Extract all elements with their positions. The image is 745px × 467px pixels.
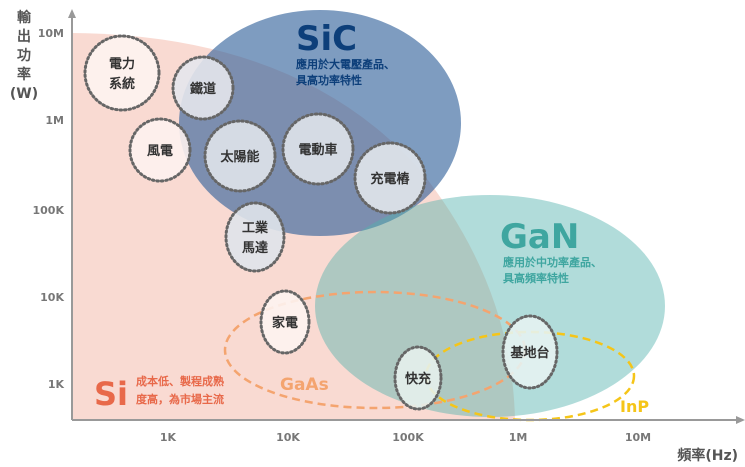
gan-region: [315, 195, 665, 417]
application-label: 充電樁: [370, 171, 410, 187]
inp-title: InP: [620, 397, 649, 416]
x-tick-label: 10M: [625, 431, 651, 444]
application-bubble: 快充: [393, 345, 443, 411]
y-tick-label: 10K: [40, 291, 64, 304]
application-label: 家電: [272, 315, 298, 331]
gan-description: 應用於中功率產品、: [503, 255, 602, 269]
y-axis-arrow-icon: [68, 9, 76, 18]
x-axis-title: 頻率(Hz): [677, 447, 738, 464]
x-tick-label: 10K: [276, 431, 300, 444]
y-axis-title: 功: [17, 48, 31, 64]
application-label: 工業: [242, 220, 269, 236]
application-label: 基地台: [509, 345, 549, 361]
application-bubble: 基地台: [501, 314, 559, 390]
sic-description: 應用於大電壓產品、: [296, 57, 395, 71]
y-tick-label: 1M: [45, 114, 64, 127]
application-bubble: 家電: [259, 289, 311, 355]
x-tick-label: 100K: [392, 431, 424, 444]
application-label: 太陽能: [219, 149, 259, 165]
sic-description: 具高功率特性: [296, 73, 362, 87]
gan-description: 具高頻率特性: [503, 271, 569, 285]
application-bubble: 鐵道: [171, 55, 235, 121]
y-tick-label: 1K: [48, 378, 65, 391]
application-bubble: 風電: [128, 117, 192, 183]
application-bubble: 電動車: [281, 112, 355, 186]
application-label: 快充: [405, 371, 431, 387]
sic-title: SiC: [296, 19, 357, 59]
y-axis-title: 出: [17, 28, 31, 45]
x-tick-label: 1K: [160, 431, 177, 444]
application-label: 系統: [109, 76, 135, 92]
si-description: 度高，為市場主流: [136, 392, 224, 406]
si-description: 成本低、製程成熟: [136, 374, 224, 388]
application-label: 鐵道: [190, 81, 216, 97]
x-tick-label: 1M: [509, 431, 528, 444]
y-tick-label: 100K: [33, 204, 65, 217]
y-axis-title: 輸: [17, 9, 32, 26]
gaas-title: GaAs: [280, 375, 329, 395]
gan-title: GaN: [500, 217, 579, 257]
y-axis-title: 率: [17, 66, 31, 83]
x-axis-arrow-icon: [736, 416, 745, 424]
si-title: Si: [94, 375, 128, 413]
application-bubble: 充電樁: [353, 141, 427, 215]
application-label: 馬達: [242, 240, 268, 256]
y-tick-label: 10M: [38, 27, 64, 40]
y-axis-title: (W): [10, 86, 38, 102]
application-label: 風電: [147, 144, 173, 159]
application-label: 電力: [109, 56, 135, 72]
application-label: 電動車: [298, 142, 337, 158]
application-bubble: 太陽能: [203, 119, 277, 193]
